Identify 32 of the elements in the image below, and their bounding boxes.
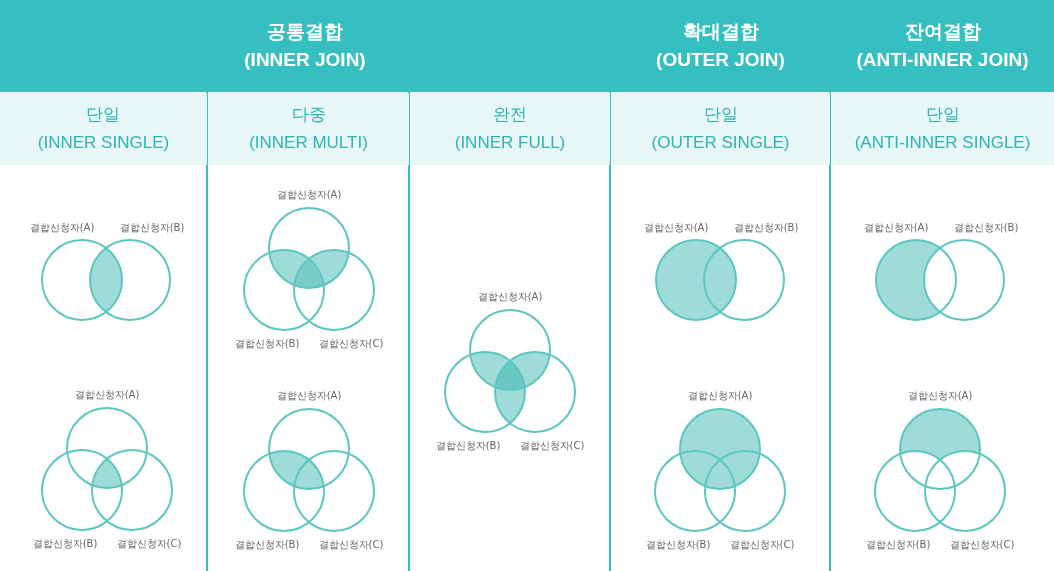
set-label: 결합신청자(C) — [519, 440, 585, 452]
set-label: 결합신청자(C) — [116, 538, 182, 550]
column-header: 단일 (ANTI-INNER SINGLE) — [831, 93, 1054, 165]
set-label: 결합신청자(A) — [29, 222, 95, 234]
set-label: 결합신청자(B) — [733, 222, 799, 234]
set-label: 결합신청자(C) — [949, 539, 1015, 551]
set-label: 결합신청자(B) — [645, 539, 711, 551]
set-label: 결합신청자(B) — [865, 539, 931, 551]
column-header: 완전 (INNER FULL) — [410, 93, 610, 165]
set-label: 결합신청자(C) — [318, 338, 384, 350]
column-header: 다중 (INNER MULTI) — [208, 93, 409, 165]
set-label: 결합신청자(B) — [234, 539, 300, 551]
set-label: 결합신청자(A) — [687, 390, 753, 402]
set-label: 결합신청자(B) — [32, 538, 98, 550]
set-label: 결합신청자(B) — [119, 222, 185, 234]
set-label: 결합신청자(A) — [477, 291, 543, 303]
set-label: 결합신청자(A) — [643, 222, 709, 234]
group-header: 확대결합 (OUTER JOIN) — [611, 0, 830, 92]
group-header: 잔여결합 (ANTI-INNER JOIN) — [831, 0, 1054, 92]
set-label: 결합신청자(B) — [953, 222, 1019, 234]
set-label: 결합신청자(C) — [729, 539, 795, 551]
set-label: 결합신청자(A) — [74, 389, 140, 401]
column-header: 단일 (OUTER SINGLE) — [611, 93, 830, 165]
set-label: 결합신청자(B) — [234, 338, 300, 350]
set-label: 결합신청자(A) — [863, 222, 929, 234]
set-label: 결합신청자(B) — [435, 440, 501, 452]
column-header: 단일 (INNER SINGLE) — [0, 93, 207, 165]
group-header: 공통결합 (INNER JOIN) — [0, 0, 610, 92]
set-label: 결합신청자(A) — [907, 390, 973, 402]
set-label: 결합신청자(C) — [318, 539, 384, 551]
set-label: 결합신청자(A) — [276, 390, 342, 402]
set-label: 결합신청자(A) — [276, 189, 342, 201]
